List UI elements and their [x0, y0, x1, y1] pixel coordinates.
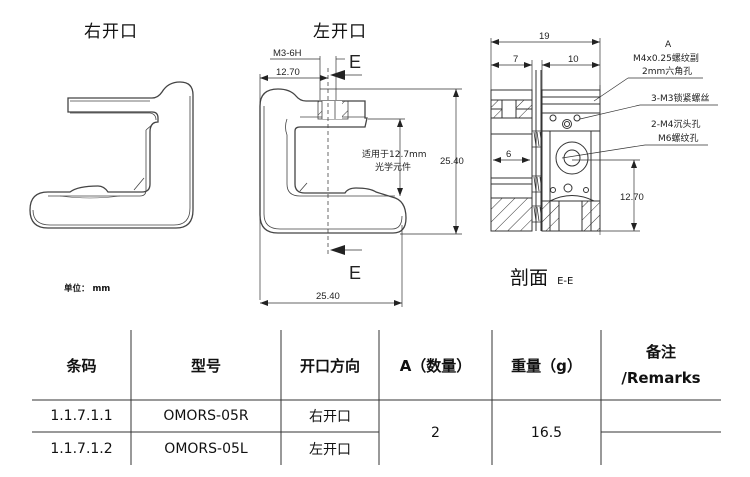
height-dim-label: 25.40: [440, 156, 464, 167]
width-dimension: [260, 225, 403, 307]
shared-quantity: 2: [431, 424, 440, 441]
left-width-label: 7: [513, 54, 518, 65]
inner-dim-label: 6: [506, 149, 511, 160]
callout-a-line1: M4x0.25螺纹副: [633, 52, 699, 64]
callout-a-label: A: [665, 40, 672, 50]
section-title: 剖面 E-E: [510, 263, 573, 290]
header-remarks: 备注 /Remarks: [601, 330, 721, 400]
header-code: 条码: [66, 356, 97, 375]
section-mark-top: E: [349, 52, 361, 72]
offset-dimension: [259, 74, 328, 300]
row2-remarks: [601, 432, 721, 465]
section-arrow-bottom: [330, 245, 362, 255]
header-remarks-cn: 备注: [645, 343, 676, 361]
fit-note-line2: 光学元件: [375, 161, 411, 173]
header-remarks-en: /Remarks: [621, 369, 701, 387]
right-opening-title: 右开口: [84, 22, 138, 42]
header-weight: 重量（g）: [511, 356, 582, 375]
row1-remarks: [601, 400, 721, 432]
shared-weight: 16.5: [530, 424, 563, 441]
row1-code: 1.1.7.1.1: [50, 408, 113, 424]
unit-label: 单位： mm: [64, 284, 111, 294]
m3-6h-dimension: [270, 56, 345, 100]
row2-direction: 左开口: [309, 441, 351, 458]
left-opening-part: [259, 88, 407, 234]
m3-6h-label: M3-6H: [273, 48, 302, 59]
fit-note-line1: 适用于12.7mm: [362, 149, 427, 160]
header-model: 型号: [190, 356, 221, 375]
callout-m4-line2: M6螺纹孔: [658, 132, 699, 144]
section-callout-leaders: [561, 77, 718, 159]
row1-direction: 右开口: [309, 409, 351, 425]
row1-model: OMORS-05R: [163, 408, 249, 424]
m3-thread-hole: [317, 100, 349, 120]
section-arrow-top: [330, 70, 362, 80]
section-mark-bottom: E: [349, 263, 361, 283]
row2-model: OMORS-05L: [164, 440, 248, 457]
center-height-label: 12.70: [620, 192, 644, 203]
section-dimensions: [490, 38, 640, 232]
callout-a-line2: 2mm六角孔: [642, 65, 692, 77]
section-view: [490, 70, 601, 235]
section-subtitle: E-E: [557, 276, 574, 287]
header-direction: 开口方向: [299, 356, 360, 375]
width-dim-label: 25.40: [316, 291, 340, 302]
right-width-label: 10: [568, 54, 579, 65]
header-quantity: A（数量）: [399, 356, 472, 375]
callout-m4-line1: 2-M4沉头孔: [651, 119, 700, 130]
right-opening-part: [29, 81, 194, 229]
offset-dim-label: 12.70: [276, 67, 300, 78]
section-title-text: 剖面: [510, 267, 549, 289]
row2-code: 1.1.7.1.2: [50, 440, 113, 457]
callout-m3: 3-M3锁紧螺丝: [651, 92, 709, 104]
left-opening-title: 左开口: [313, 22, 367, 42]
height-dimension: [320, 88, 462, 235]
table-grid: [32, 330, 721, 465]
inner-dimension: [368, 118, 405, 196]
total-width-label: 19: [539, 31, 550, 42]
